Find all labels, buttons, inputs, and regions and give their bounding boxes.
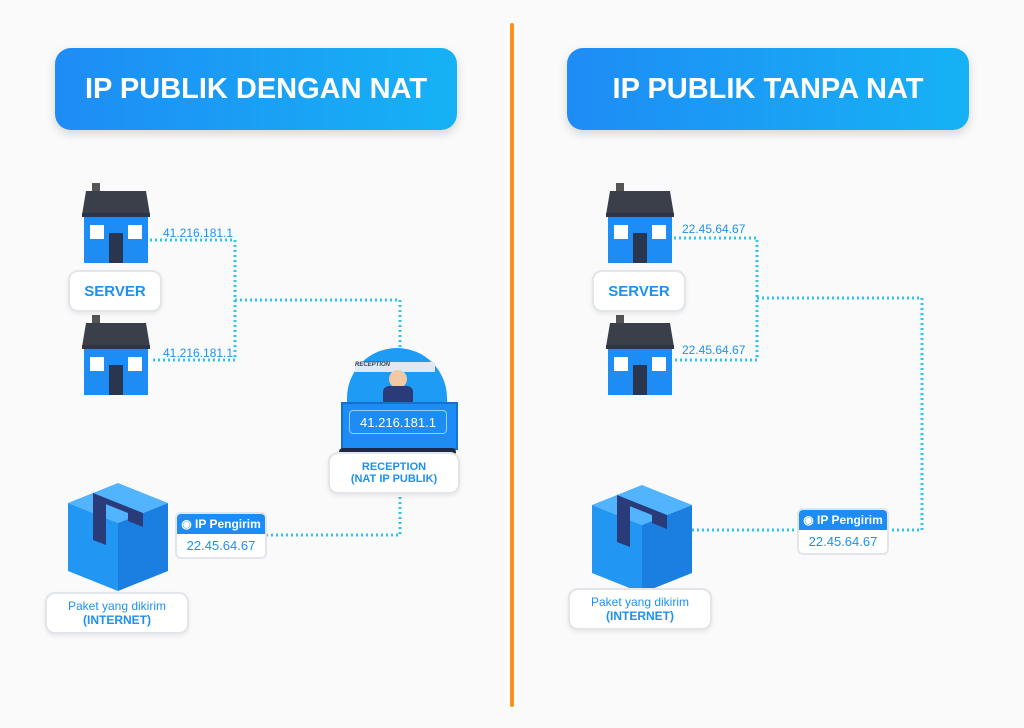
- left-server-link: [150, 238, 237, 362]
- package-icon: [68, 483, 168, 591]
- right-house2-ip: 22.45.64.67: [682, 343, 746, 357]
- package-icon: [592, 485, 692, 593]
- right-internet-link: [757, 296, 924, 532]
- left-router-link: [235, 298, 402, 350]
- reception-illustration: RECEPTION 41.216.181.1: [335, 348, 460, 458]
- left-title: IP PUBLIK DENGAN NAT: [55, 48, 457, 130]
- house-icon: [82, 183, 150, 263]
- house-icon: [82, 315, 150, 395]
- location-pin-icon: ◉: [803, 513, 817, 527]
- receptionist-icon: [389, 370, 407, 388]
- left-house2-ip: 41.216.181.1: [163, 346, 234, 360]
- left-house1-ip: 41.216.181.1: [163, 226, 234, 240]
- left-sender-ip: ◉ IP Pengirim 22.45.64.67: [175, 512, 267, 559]
- right-packet-label: Paket yang dikirim(INTERNET): [568, 588, 712, 630]
- right-title: IP PUBLIK TANPA NAT: [567, 48, 969, 130]
- house-icon: [606, 183, 674, 263]
- left-packet-label: Paket yang dikirim(INTERNET): [45, 592, 189, 634]
- right-server-label: SERVER: [592, 270, 686, 312]
- location-pin-icon: ◉: [181, 517, 195, 531]
- house-icon: [606, 315, 674, 395]
- right-server-link: [674, 236, 759, 362]
- reception-ip: 41.216.181.1: [349, 410, 447, 434]
- reception-label: RECEPTION(NAT IP PUBLIK): [328, 452, 460, 494]
- right-house1-ip: 22.45.64.67: [682, 222, 746, 236]
- left-server-label: SERVER: [68, 270, 162, 312]
- left-packet-link: [265, 492, 402, 537]
- right-sender-ip: ◉ IP Pengirim 22.45.64.67: [797, 508, 889, 555]
